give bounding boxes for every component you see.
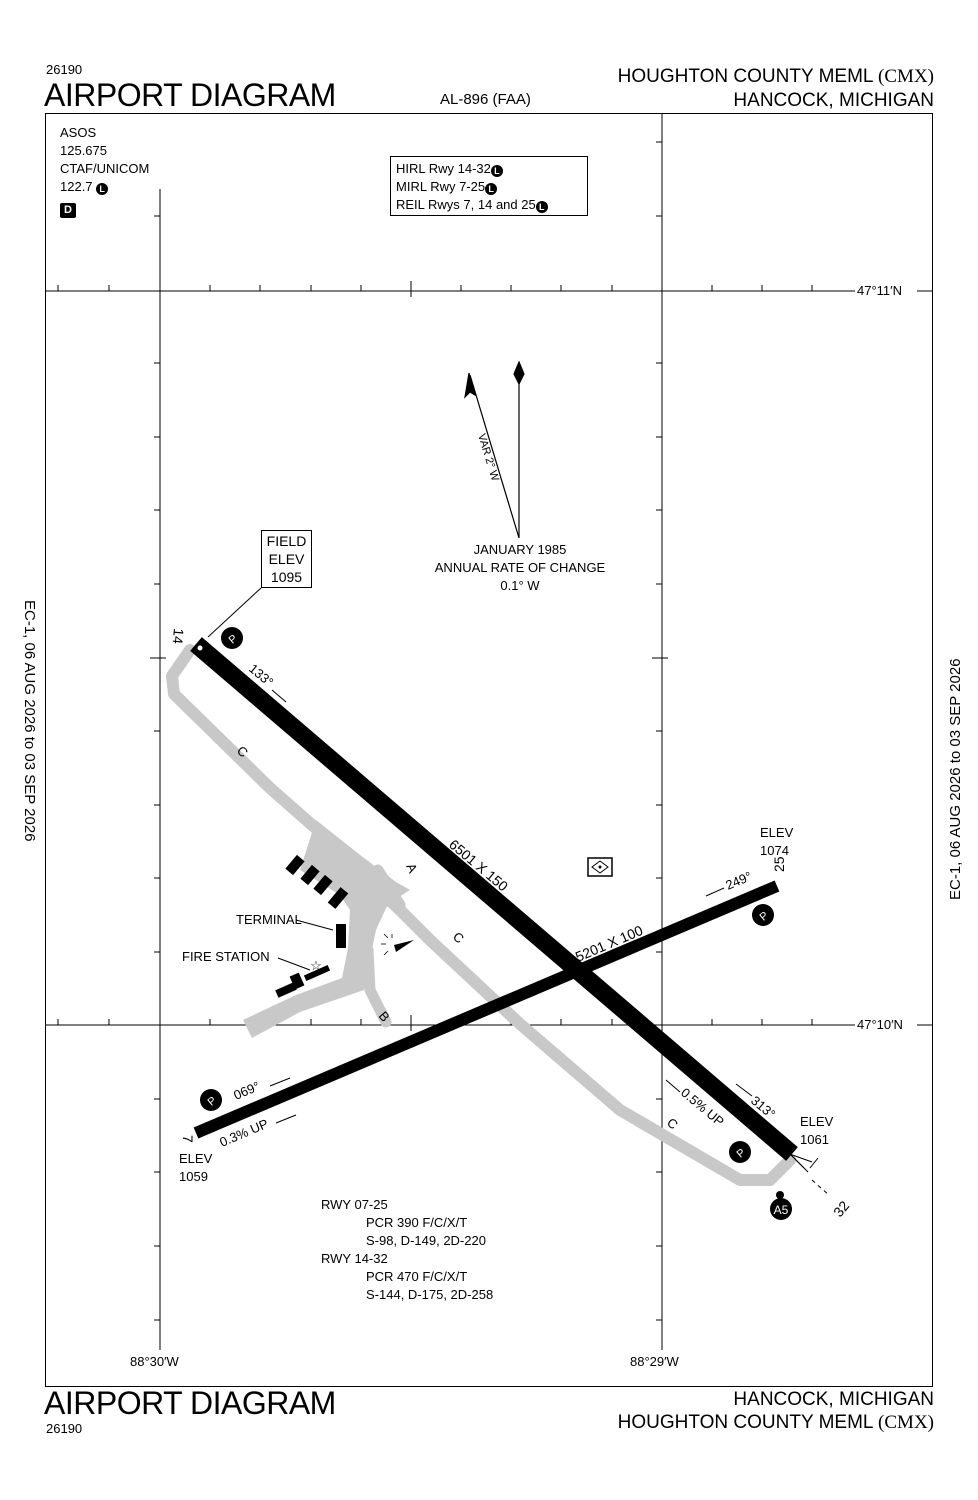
chart-number-bottom: 26190 — [46, 1421, 83, 1436]
rwy-7-heading-arrow — [269, 1077, 291, 1087]
d-badge-row: D — [60, 200, 149, 218]
taxiway-a-label: A — [403, 861, 420, 875]
rwy-25-number: 25 — [771, 856, 787, 872]
lighting-l-icon: L — [485, 183, 498, 195]
field-elev-line2: ELEV — [268, 551, 305, 567]
fire-station-icon: ☆ — [310, 958, 322, 973]
approach-light-label: A5 — [774, 1203, 789, 1217]
airport-location-bottom: HANCOCK, MICHIGAN — [733, 1389, 934, 1410]
rwy-32-elev: ELEV 1061 — [800, 1114, 834, 1147]
mag-var-label: VAR 2° W — [475, 432, 501, 483]
rwy-25-heading: 249° — [723, 868, 754, 892]
approach-lights-32 — [787, 1151, 831, 1197]
magnetic-north-icon — [464, 372, 476, 399]
runway-14-32-surface — [190, 637, 798, 1161]
rwy-14-heading-arrow — [271, 689, 287, 703]
rwy-7-number: 7 — [180, 1135, 196, 1143]
pcr-strength: S-144, D-175, 2D-258 — [366, 1287, 494, 1302]
fire-station-leader — [277, 957, 311, 971]
lon-east-label: 88°29′W — [630, 1354, 679, 1369]
taxiway-c-label-2: C — [450, 929, 467, 947]
rwy-7-elev: ELEV 1059 — [179, 1151, 213, 1184]
rwy-7-heading: 069° — [231, 1078, 262, 1102]
lat-south-label: 47°10′N — [857, 1017, 903, 1032]
apron — [243, 820, 410, 1038]
rwy-25-elev: ELEV 1074 — [760, 825, 794, 858]
lighting-l-icon: L — [535, 201, 548, 213]
pcr-rwy-label: RWY 07-25 — [321, 1197, 388, 1212]
airport-code: (CMX) — [878, 66, 934, 87]
chart-title-bottom: AIRPORT DIAGRAM — [44, 1385, 336, 1421]
runway-7-25-surface — [193, 880, 780, 1139]
airport-name: HOUGHTON COUNTY MEML — [617, 66, 873, 87]
asos-label: ASOS — [60, 125, 97, 140]
rwy-14-number: 14 — [170, 628, 187, 645]
wind-cone-icon — [381, 933, 414, 956]
lighting-l-icon: L — [490, 165, 503, 177]
grid-ticks — [57, 141, 813, 1321]
field-elevation-box: FIELD ELEV 1095 — [261, 530, 312, 588]
north-arrow — [464, 360, 525, 539]
parking-markers — [200, 627, 774, 1163]
rwy-25-heading-arrow — [705, 887, 725, 897]
diagram-frame — [45, 113, 933, 1387]
rwy-32-gradient-arrow — [665, 1079, 681, 1093]
approach-light-a5-icon — [770, 1198, 792, 1220]
airport-name-bottom: HOUGHTON COUNTY MEML (CMX) — [618, 1412, 934, 1434]
terminal-leader — [295, 919, 334, 931]
rwy-32-number: 32 — [830, 1198, 852, 1220]
terminal-building — [336, 924, 346, 948]
beacon-icon — [587, 857, 613, 877]
terminal-label: TERMINAL — [236, 912, 302, 927]
grid-lines — [46, 114, 932, 1350]
procedure-id: AL-896 (FAA) — [440, 91, 531, 108]
approach-light-dot — [776, 1191, 784, 1199]
field-elev-value: 1095 — [270, 569, 303, 585]
rwy-7-gradient-arrow — [275, 1114, 297, 1124]
pcr-rwy-label: RWY 14-32 — [321, 1251, 388, 1266]
pcr-value: PCR 390 F/C/X/T — [366, 1215, 468, 1230]
asos-frequency: 125.675 — [60, 143, 107, 158]
true-north-icon — [513, 360, 525, 386]
airport-name-top: HOUGHTON COUNTY MEML (CMX) — [618, 66, 934, 88]
pcr-value: PCR 470 F/C/X/T — [366, 1269, 468, 1284]
field-elev-leader — [207, 587, 262, 638]
comms-block: ASOS 125.675 CTAF/UNICOM 122.7 L D — [60, 124, 149, 218]
magnetic-rate-value: 0.1° W — [500, 578, 540, 593]
lighting-l-icon: L — [96, 183, 109, 195]
rwy-32-extension — [783, 1151, 813, 1163]
pcr-block: RWY 07-25 PCR 390 F/C/X/T S-98, D-149, 2… — [321, 1196, 493, 1304]
magnetic-rate-label: ANNUAL RATE OF CHANGE — [434, 560, 606, 575]
field-elev-line1: FIELD — [266, 533, 307, 549]
d-badge-icon: D — [60, 203, 76, 218]
chart-title-top: AIRPORT DIAGRAM — [44, 77, 336, 113]
ctaf-row: 122.7 L — [60, 178, 149, 196]
lat-north-label: 47°11′N — [857, 283, 902, 298]
airport-location-top: HANCOCK, MICHIGAN — [733, 90, 934, 111]
magnetic-info: JANUARY 1985 ANNUAL RATE OF CHANGE 0.1° … — [420, 541, 620, 595]
airport-code: (CMX) — [878, 1412, 934, 1433]
buildings — [275, 854, 349, 998]
airport-name: HOUGHTON COUNTY MEML — [617, 1412, 873, 1433]
taxiway-c-label-3: C — [664, 1115, 681, 1133]
lon-west-label: 88°30′W — [130, 1354, 179, 1369]
runway-14-32 — [190, 637, 831, 1197]
runway-14-threshold-dot — [197, 645, 203, 651]
fire-station-label: FIRE STATION — [182, 949, 270, 964]
ctaf-label: CTAF/UNICOM — [60, 161, 150, 176]
pcr-strength: S-98, D-149, 2D-220 — [366, 1233, 486, 1248]
ctaf-frequency: 122.7 — [60, 179, 93, 194]
chart-number-top: 26190 — [46, 62, 83, 77]
magnetic-date: JANUARY 1985 — [473, 542, 567, 557]
rwy-32-heading-arrow — [735, 1083, 753, 1097]
